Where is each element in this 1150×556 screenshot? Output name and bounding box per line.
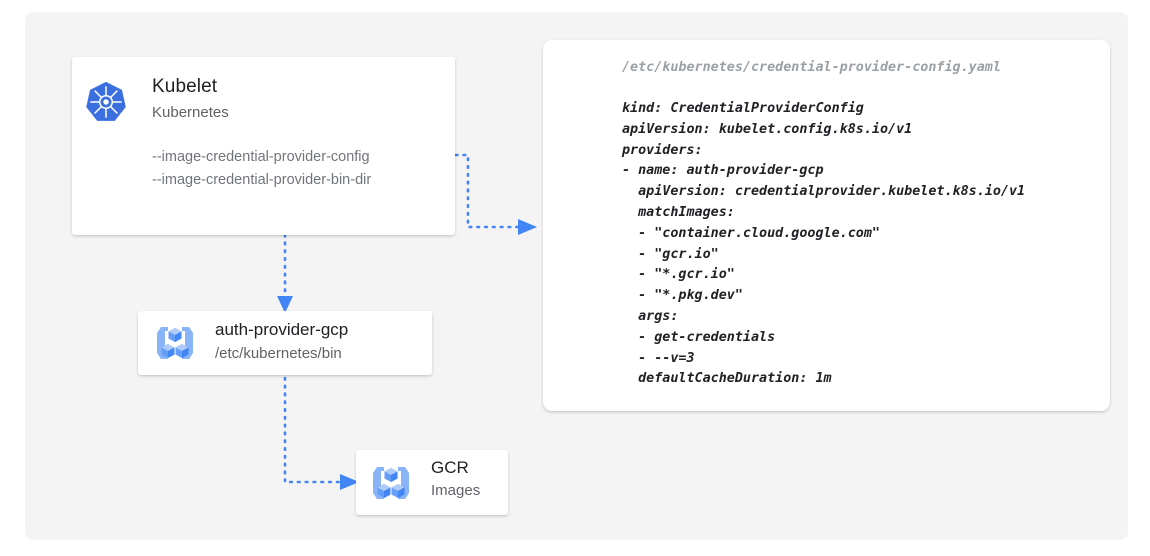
gcr-title: GCR bbox=[431, 458, 469, 477]
yaml-content: kind: CredentialProviderConfig apiVersio… bbox=[622, 101, 1026, 387]
gcr-card[interactable] bbox=[356, 450, 508, 515]
auth-provider-subtitle: /etc/kubernetes/bin bbox=[215, 345, 342, 362]
yaml-file-path: /etc/kubernetes/credential-provider-conf… bbox=[622, 60, 1001, 75]
kubelet-flag-bin-dir: --image-credential-provider-bin-dir bbox=[152, 172, 372, 188]
kubelet-card[interactable] bbox=[72, 57, 455, 235]
kubernetes-logo-icon bbox=[86, 81, 126, 121]
kubelet-flag-config: --image-credential-provider-config bbox=[152, 149, 370, 165]
gcr-subtitle: Images bbox=[431, 482, 481, 499]
auth-provider-title: auth-provider-gcp bbox=[215, 320, 349, 339]
kubelet-title: Kubelet bbox=[152, 76, 218, 97]
credential-provider-config-panel[interactable] bbox=[543, 40, 1110, 411]
kubelet-subtitle: Kubernetes bbox=[152, 104, 229, 121]
gcp-container-registry-icon bbox=[157, 327, 193, 359]
gcp-container-registry-icon bbox=[373, 467, 409, 499]
